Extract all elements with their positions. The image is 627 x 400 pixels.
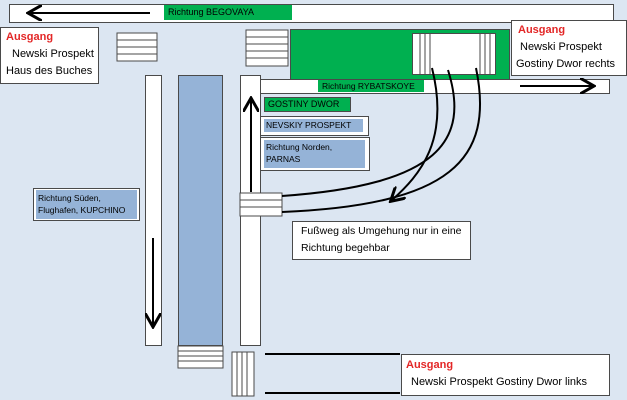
- sign-north-line2: PARNAS: [266, 154, 301, 164]
- exit-box-bottom: [401, 354, 610, 396]
- sign-rybatskoye-label: Richtung RYBATSKOYE: [322, 81, 415, 91]
- sign-rybatskoye: [318, 80, 424, 92]
- track-blue: [178, 75, 223, 346]
- track-south: [145, 75, 162, 346]
- sign-north: [264, 140, 365, 168]
- footpath-note-line1: Fußweg als Umgehung nur in eine: [301, 225, 462, 237]
- sign-south-line2: Flughafen, KUPCHINO: [38, 205, 126, 215]
- stairs-icon: [116, 32, 158, 62]
- exit-box-left-top: [0, 27, 99, 84]
- sign-begovaya-label: Richtung BEGOVAYA: [168, 7, 255, 17]
- exit-lines: [265, 353, 400, 394]
- exit-box-right-top: [511, 20, 627, 76]
- sign-begovaya: [164, 5, 292, 20]
- exit-bottom-line1: Newski Prospekt Gostiny Dwor links: [411, 376, 588, 388]
- sign-gostiny-dwor-label: GOSTINY DWOR: [268, 99, 340, 109]
- exit-right-top-line1: Newski Prospekt: [520, 41, 602, 53]
- exit-left-top-line2: Haus des Buches: [6, 65, 93, 77]
- sign-south: [36, 190, 137, 219]
- exit-left-top-heading: Ausgang: [6, 31, 54, 43]
- exit-left-top-line1: Newski Prospekt: [12, 48, 94, 60]
- stairs-icon: [419, 33, 491, 75]
- sign-north-line1: Richtung Norden,: [266, 142, 333, 152]
- escalator-hall: [412, 33, 496, 75]
- exit-right-top-line2: Gostiny Dwor rechts: [516, 58, 616, 70]
- stairs-icon: [177, 345, 224, 369]
- sign-south-line1: Richtung Süden,: [38, 193, 101, 203]
- exit-bottom-heading: Ausgang: [406, 359, 454, 371]
- stairs-icon: [231, 351, 255, 397]
- footpath-note-box: [292, 221, 471, 260]
- exit-right-top-heading: Ausgang: [518, 24, 566, 36]
- track-begovaya: [9, 4, 614, 23]
- stairs-icon: [245, 29, 289, 67]
- footpath-note-line2: Richtung begehbar: [301, 242, 390, 254]
- curved-arrow-icon: [281, 67, 481, 213]
- stairs-icon: [239, 192, 283, 217]
- sign-gostiny-dwor: [264, 97, 351, 112]
- sign-nevskiy-prospekt-label: NEVSKIY PROSPEKT: [266, 120, 352, 130]
- sign-nevskiy-prospekt: [264, 119, 363, 132]
